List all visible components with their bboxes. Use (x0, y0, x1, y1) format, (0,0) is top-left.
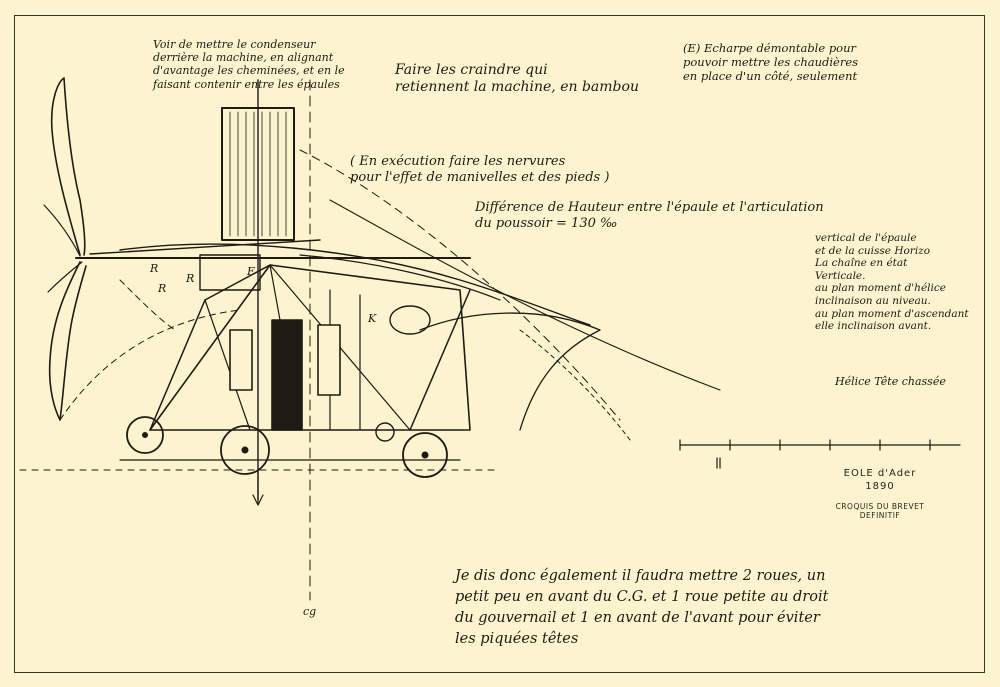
label-r-1: R (158, 282, 167, 295)
drawing-subtitle: CROQUIS DU BREVET DEFINITIF (835, 502, 925, 521)
wheel-front (126, 416, 164, 454)
note-right-column: vertical de l'épaule et de la cuisse Hor… (815, 232, 969, 333)
note-helice: Hélice Tête chassée (835, 375, 946, 388)
wing-upper-curve (119, 243, 591, 326)
note-bamboo-frame: Faire les craindre qui retiennent la mac… (395, 62, 639, 95)
label-cg: cg (303, 605, 317, 618)
engine-block (271, 319, 303, 431)
propeller-upper-blade (50, 77, 86, 256)
label-r-3: R (150, 262, 159, 275)
note-ribs: ( En exécution faire les nervures pour l… (350, 154, 610, 185)
note-height-difference: Différence de Hauteur entre l'épaule et … (475, 200, 824, 231)
wheel-rear (402, 432, 448, 478)
sheet-border (14, 15, 985, 673)
boiler-left (229, 329, 253, 391)
note-removable-sash: (E) Echarpe démontable pour pouvoir mett… (683, 41, 859, 83)
fuselage-frame (149, 264, 471, 431)
wheel-main (220, 425, 270, 475)
note-wheels: Je dis donc également il faudra mettre 2… (455, 568, 829, 648)
label-r-2: R (186, 272, 195, 285)
label-k: K (368, 312, 377, 325)
drawing-title: EOLE d'Ader 1890 (843, 468, 917, 492)
note-condenser: Voir de mettre le condenseur derrière la… (153, 38, 345, 91)
label-e: E (247, 265, 256, 278)
wing-sweep (419, 312, 601, 431)
boiler-right (317, 324, 341, 396)
scale-bar (679, 439, 961, 469)
